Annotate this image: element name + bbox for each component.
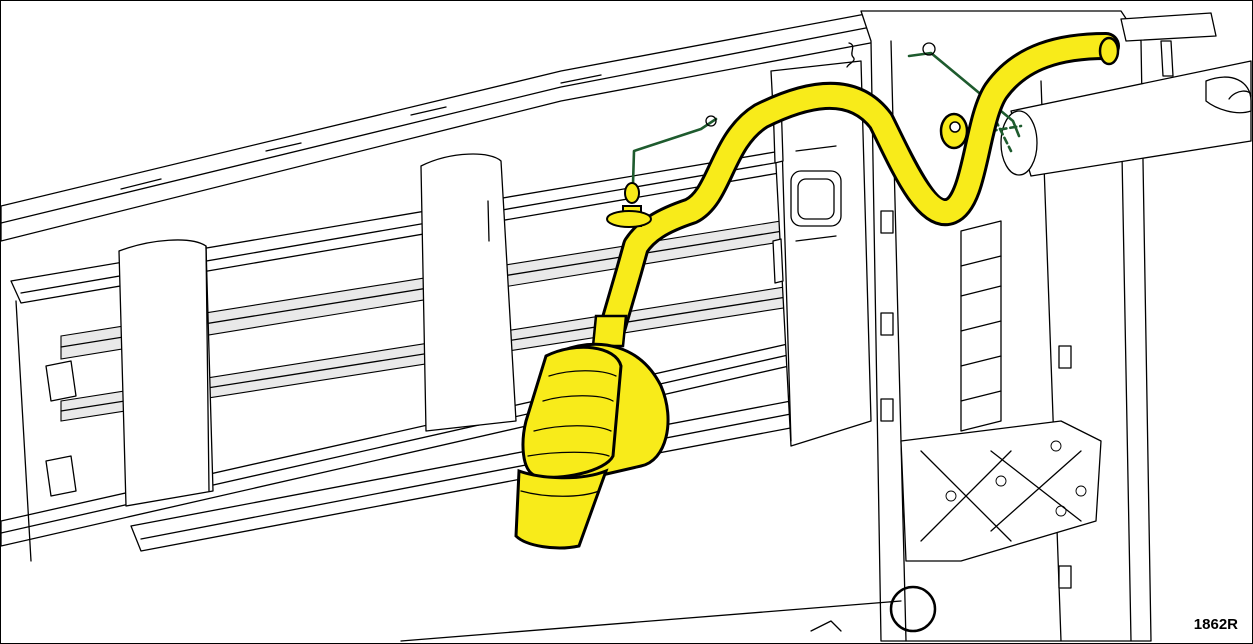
rib-column bbox=[960, 220, 1002, 432]
push-pin-fastener bbox=[606, 182, 652, 228]
harness-tube bbox=[602, 35, 1117, 337]
spring-marker bbox=[846, 42, 855, 68]
bracket-slots bbox=[880, 210, 1072, 589]
highlighted-harness bbox=[514, 32, 1120, 550]
center-vertical-post bbox=[420, 153, 517, 432]
figure-id-label: 1862R bbox=[1193, 616, 1238, 633]
left-edge-clips bbox=[15, 300, 77, 562]
bottom-edge bbox=[400, 600, 902, 642]
harness-tube-end bbox=[1098, 36, 1120, 66]
ground-wire-left bbox=[631, 115, 718, 186]
logo-emblem bbox=[1228, 90, 1252, 100]
center-bracket-plate bbox=[770, 60, 872, 447]
harness-connector bbox=[514, 314, 670, 550]
callout-circle bbox=[889, 585, 937, 633]
left-vertical-post bbox=[118, 239, 214, 507]
top-right-clip bbox=[1120, 12, 1217, 77]
cross-brace-latch bbox=[900, 420, 1102, 562]
